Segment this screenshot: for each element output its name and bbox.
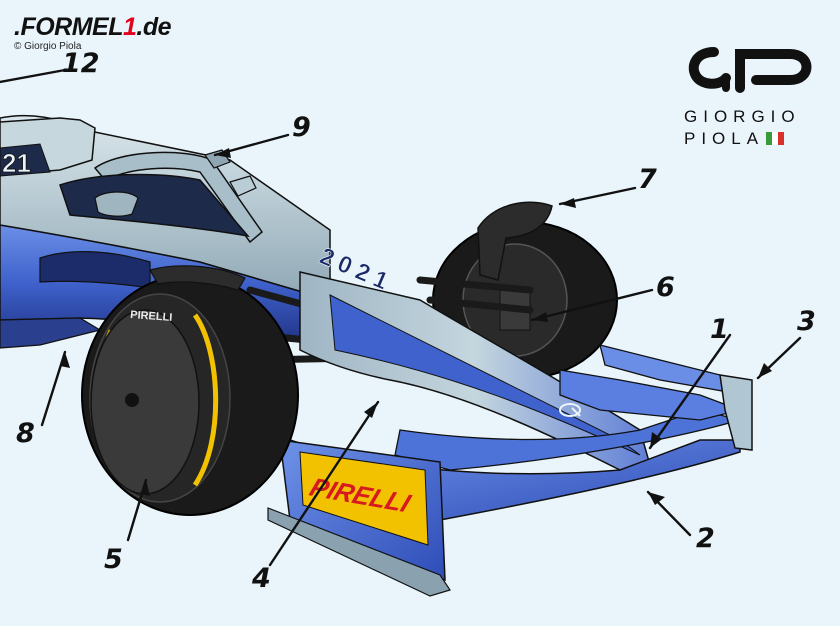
site-name-prefix: .FORMEL xyxy=(14,13,124,41)
callout-8: 8 xyxy=(16,418,35,449)
halo xyxy=(93,151,264,244)
mirror xyxy=(229,175,257,197)
gp-logo-line1: GIORGIO xyxy=(684,107,801,126)
steering-wheel xyxy=(94,191,139,217)
wheel-hub xyxy=(125,393,139,407)
gp-logo-line2-wrap: PIOLA xyxy=(684,128,818,151)
tyre-pirelli-text: PIRELLI xyxy=(130,309,173,324)
callout-4: 4 xyxy=(252,563,271,594)
photo-credit: © Giorgio Piola xyxy=(14,41,82,52)
airbox-dark xyxy=(0,143,51,177)
floor-edge xyxy=(0,317,102,349)
front-wing-endplate-right xyxy=(719,374,753,451)
callout-2: 2 xyxy=(696,523,715,554)
callout-12: 12 xyxy=(62,48,100,79)
front-wing-flap-2 xyxy=(559,369,743,421)
gp-logo-line2: PIOLA xyxy=(684,129,765,148)
yellow-tyre-stripe xyxy=(192,313,219,487)
wheel-cover xyxy=(90,309,200,495)
site-logo[interactable]: .FORMEL1.de xyxy=(14,13,172,41)
pirelli-panel xyxy=(299,451,429,546)
callout-9: 9 xyxy=(292,112,311,143)
cockpit-opening xyxy=(59,173,250,238)
callout-7: 7 xyxy=(638,164,657,195)
callout-5: 5 xyxy=(104,544,123,575)
near-wheel-fairing xyxy=(149,265,246,291)
wheel-fairing xyxy=(477,201,553,281)
site-name-number: 1 xyxy=(123,13,137,41)
callout-3: 3 xyxy=(797,306,816,337)
cockpit-number: 21 xyxy=(2,148,31,178)
giorgio-piola-logo: GIORGIO PIOLA xyxy=(684,106,818,151)
arrowheads xyxy=(60,148,772,505)
nose-logo xyxy=(559,403,581,417)
wing-footplate xyxy=(267,507,451,597)
formel1-branding: .FORMEL1.de © Giorgio Piola xyxy=(14,13,172,52)
gp-logo-mark xyxy=(688,47,812,93)
callout-1: 1 xyxy=(710,314,729,345)
italian-flag-icon xyxy=(766,129,785,151)
site-name-suffix: .de xyxy=(136,13,172,41)
callout-6: 6 xyxy=(656,272,675,303)
